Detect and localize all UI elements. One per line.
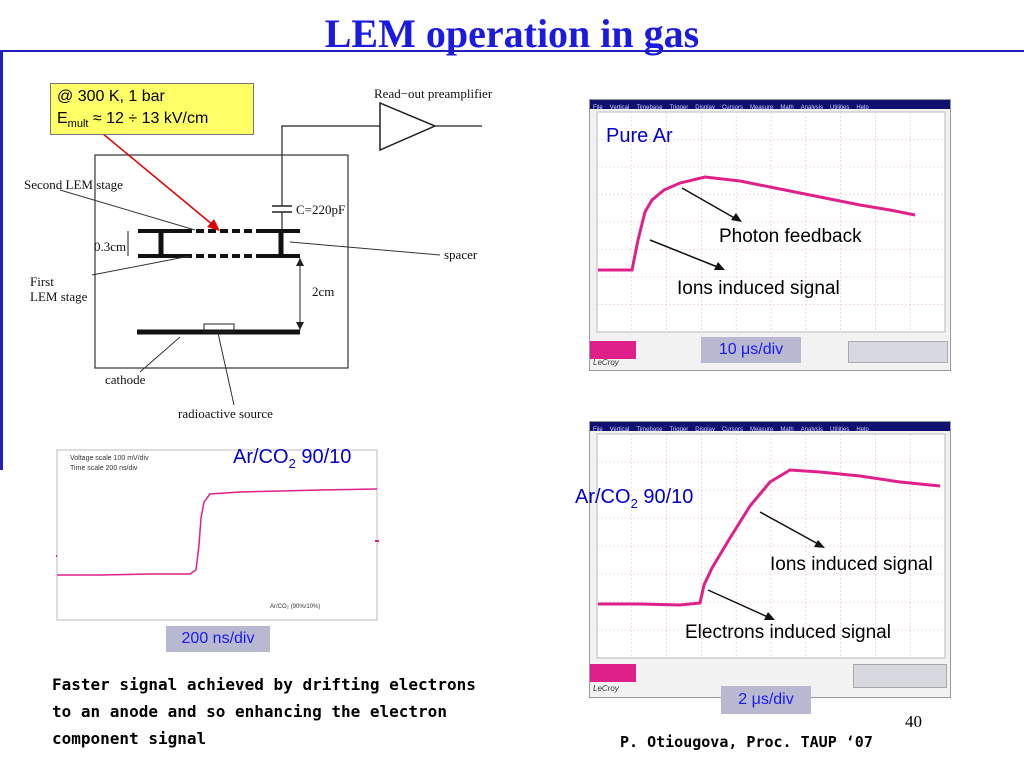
scope-menu-item[interactable]: Vertical [609, 105, 630, 109]
scope-menu-item[interactable]: Analysis [800, 105, 824, 109]
ions-arrow-2 [759, 511, 821, 546]
field-value: ≈ 12 ÷ 13 kV/cm [88, 110, 209, 127]
scope-menu-item[interactable]: Display [695, 105, 715, 109]
page-number: 40 [905, 712, 922, 731]
pure-ar-trace [598, 175, 916, 272]
arco2-small-label-sub: 2 [288, 456, 296, 471]
scope-arco2-small [56, 449, 379, 621]
arco2-big-label-post: 90/10 [637, 486, 694, 508]
arco2-big-label: Ar/CO2 90/10 [575, 486, 693, 511]
first-stage-label-1: First [30, 274, 54, 289]
electrons-label: Electrons induced signal [685, 622, 891, 643]
timebase-tag-2: 200 ns/div [166, 626, 270, 652]
left-rule [0, 50, 3, 470]
small-gap-label: 0.3cm [94, 239, 127, 254]
large-gap-label: 2cm [312, 284, 335, 299]
ions-label-1: Ions induced signal [677, 278, 840, 299]
arco2-small-label: Ar/CO2 90/10 [233, 446, 351, 471]
scope-menu-item[interactable]: Utilities [830, 427, 850, 431]
time-scale-text: Time scale 200 ns/div [70, 465, 138, 472]
timebase-tag-3: 2 μs/div [721, 686, 811, 714]
scope-pure-ar-screen [596, 111, 946, 333]
field-pointer-arrow [101, 132, 214, 226]
scope-menu-item[interactable]: File [593, 427, 603, 431]
photon-feedback-label: Photon feedback [719, 226, 862, 247]
scope1-channel-badge [590, 341, 636, 359]
scope-menu-item[interactable]: Utilities [830, 105, 850, 109]
scope-menu-item[interactable]: Measure [749, 105, 774, 109]
citation: P. Otiougova, Proc. TAUP ‘07 [620, 733, 873, 751]
scope-arco2-big-screen [596, 433, 946, 659]
scope-menu-item[interactable]: File [593, 105, 603, 109]
scope-menu-item[interactable]: Display [695, 427, 715, 431]
scope-menu-item[interactable]: Measure [749, 427, 774, 431]
conditions-line2: Emult ≈ 12 ÷ 13 kV/cm [57, 108, 247, 135]
lem-schematic [59, 101, 482, 406]
arco2-small-trace [57, 488, 378, 576]
dim-arrow-up [296, 258, 304, 266]
field-pointer-head [207, 219, 220, 231]
timebase-tag-1: 10 μs/div [701, 337, 801, 363]
arco2-big-trace [598, 468, 941, 607]
scope-menu-item[interactable]: Analysis [800, 427, 824, 431]
second-stage-label: Second LEM stage [24, 177, 123, 192]
electrons-arrow [707, 589, 771, 619]
photon-arrow [681, 187, 739, 221]
scope-menu-item[interactable]: Timebase [636, 105, 663, 109]
scope-menubar: File Vertical Timebase Trigger Display Cursor… [590, 100, 950, 109]
ions-arrow-head-1 [714, 262, 725, 270]
scope-menu-item[interactable]: Help [856, 427, 869, 431]
chamber-outline [94, 154, 349, 369]
gas-mix-inner-label: Ar/CO₂ (90%/10%) [270, 604, 321, 610]
radioactive-source-block [203, 323, 235, 333]
leader-spacer [289, 241, 441, 256]
arco2-big-label-sub: 2 [630, 496, 638, 511]
scope-menubar: File Vertical Timebase Trigger Display Cursor… [590, 422, 950, 431]
summary-text: Faster signal achieved by drifting elect… [52, 675, 476, 748]
scope3-readout-panel [853, 664, 947, 688]
arco2-big-label-pre: Ar/CO [575, 486, 631, 508]
field-symbol: E [57, 110, 68, 127]
readout-wire [281, 125, 380, 206]
ions-arrow-1 [649, 239, 721, 269]
conditions-line1: @ 300 K, 1 bar [57, 88, 165, 105]
arco2-small-label-post: 90/10 [295, 446, 352, 468]
scope-brand: LeCroy [593, 684, 619, 693]
voltage-scale-text: Voltage scale 100 mV/div [70, 455, 149, 462]
scope-menu-item[interactable]: Math [780, 105, 794, 109]
scope-menu-item[interactable]: Trigger [669, 105, 689, 109]
field-subscript: mult [67, 118, 89, 131]
readout-label: Read−out preamplifier [374, 86, 493, 101]
scope-menu-item[interactable]: Trigger [669, 427, 689, 431]
scope3-channel-badge [590, 664, 636, 682]
spacer-label: spacer [444, 247, 478, 262]
cathode-label: cathode [105, 372, 146, 387]
slide-title: LEM operation in gas [324, 11, 700, 56]
leader-source [217, 332, 235, 406]
ions-arrow-head-2 [814, 540, 825, 548]
conditions-box: @ 300 K, 1 bar Emult ≈ 12 ÷ 13 kV/cm [50, 83, 254, 135]
preamp-symbol [379, 101, 437, 152]
leader-first-stage [91, 255, 191, 276]
electrons-arrow-head [764, 612, 775, 620]
scope-menu-item[interactable]: Math [780, 427, 794, 431]
scope-menu-item[interactable]: Timebase [636, 427, 663, 431]
first-stage-label-2: LEM stage [30, 289, 88, 304]
scope-menu-item[interactable]: Vertical [609, 427, 630, 431]
scope-brand: LeCroy [593, 358, 619, 367]
leader-second-stage [59, 189, 196, 231]
scope-menu-item[interactable]: Cursors [721, 427, 743, 431]
capacitor-label: C=220pF [296, 202, 346, 217]
scope-menu-item[interactable]: Help [856, 105, 869, 109]
source-label: radioactive source [178, 406, 273, 421]
scope1-readout-panel [848, 341, 948, 363]
arco2-small-label-pre: Ar/CO [233, 446, 289, 468]
ions-label-2: Ions induced signal [770, 554, 933, 575]
pure-ar-label: Pure Ar [606, 125, 673, 147]
leader-cathode [139, 336, 181, 373]
title-rule [0, 50, 1024, 52]
photon-arrow-head [731, 213, 742, 222]
scope-menu-item[interactable]: Cursors [721, 105, 743, 109]
dim-arrow-down [296, 322, 304, 330]
